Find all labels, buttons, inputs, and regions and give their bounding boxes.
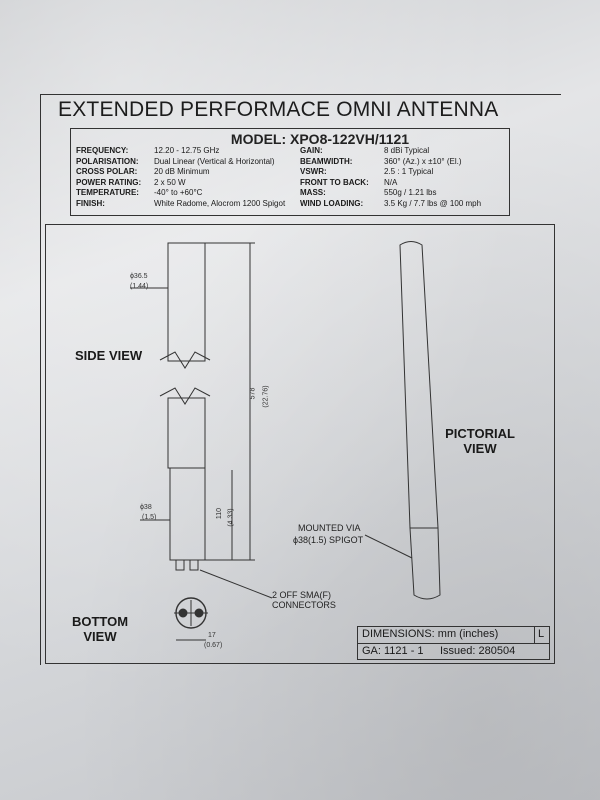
break-line-bottom: [159, 387, 211, 405]
document-frame: [40, 94, 561, 665]
dim-bottom-diameter-mm: ϕ38: [140, 504, 152, 511]
spec-row: WIND LOADING: 3.5 Kg / 7.7 lbs @ 100 mph: [300, 199, 481, 210]
dim-length-in: (22.76): [262, 385, 270, 408]
model-number: MODEL: XPO8-122VH/1121: [230, 131, 410, 147]
dim-bottom-mm: 17: [208, 632, 216, 639]
spec-row: TEMPERATURE: -40° to +60°C: [76, 188, 285, 199]
spec-table: [70, 128, 510, 216]
radome-lower: [167, 397, 206, 469]
spec-row: GAIN: 8 dBi Typical: [300, 146, 481, 157]
spec-row: BEAMWIDTH: 360° (Az.) x ±10° (El.): [300, 157, 481, 168]
spec-value: N/A: [384, 177, 398, 187]
document-title: EXTENDED PERFORMACE OMNI ANTENNA: [58, 98, 499, 121]
spec-label: WIND LOADING:: [300, 198, 364, 208]
sma-connector-2: [189, 559, 199, 571]
spec-row: FRONT TO BACK: N/A: [300, 178, 481, 189]
mount-note-line1: MOUNTED VIA: [298, 523, 361, 533]
spec-label: FREQUENCY:: [76, 146, 129, 155]
side-view-antenna: [130, 242, 273, 599]
dim-top-diameter-mm: ϕ36.5: [130, 273, 148, 280]
spec-row: FREQUENCY: 12.20 - 12.75 GHz: [76, 146, 285, 157]
pictorial-spigot: [409, 527, 441, 600]
spec-row: VSWR: 2.5 : 1 Typical: [300, 167, 481, 178]
spec-label: MASS:: [300, 188, 326, 198]
spec-label: POLARISATION:: [76, 156, 139, 166]
spec-label: VSWR:: [300, 167, 327, 177]
spec-label: POWER RATING:: [76, 177, 142, 187]
issued-date: Issued: 280504: [440, 645, 516, 657]
spec-value: Dual Linear (Vertical & Horizontal): [154, 156, 275, 166]
spec-value: -40° to +60°C: [154, 188, 203, 198]
sheet-letter: L: [538, 628, 545, 640]
spec-label: CROSS POLAR:: [76, 167, 138, 177]
pictorial-antenna: [364, 241, 441, 600]
pictorial-radome: [399, 241, 439, 529]
drawing-area: [45, 224, 555, 664]
spec-value: 550g / 1.21 lbs: [384, 188, 437, 198]
spec-value: 12.20 - 12.75 GHz: [154, 146, 220, 155]
radome-upper: [167, 242, 206, 362]
spec-row: POWER RATING: 2 x 50 W: [76, 178, 285, 189]
dim-spigot-mm: 110: [216, 507, 224, 520]
dim-spigot-in: (4.33): [227, 508, 235, 527]
spec-value: 3.5 Kg / 7.7 lbs @ 100 mph: [384, 198, 482, 208]
spigot: [169, 467, 206, 561]
spec-row: MASS: 550g / 1.21 lbs: [300, 188, 481, 199]
spec-label: FRONT TO BACK:: [300, 177, 369, 187]
spec-value: White Radome, Alocrom 1200 Spigot: [154, 198, 286, 208]
mount-leader: [364, 534, 413, 559]
spec-label: TEMPERATURE:: [76, 188, 139, 198]
spec-label: GAIN:: [300, 146, 323, 155]
spec-value: 360° (Az.) x ±10° (El.): [384, 156, 462, 166]
spec-row: FINISH: White Radome, Alocrom 1200 Spigot: [76, 199, 285, 210]
dim-bottom-diameter-in: (1.5): [142, 514, 157, 521]
break-line-top: [159, 351, 211, 369]
side-view-label: SIDE VIEW: [75, 348, 143, 363]
title-block: [357, 626, 550, 660]
dim-length-mm: 578: [249, 387, 257, 400]
spec-value: 20 dB Minimum: [154, 167, 210, 177]
dim-bottom-in: (0.67): [204, 642, 223, 649]
spec-value: 8 dBi Typical: [384, 146, 430, 155]
mount-note-line2: ϕ38(1.5) SPIGOT: [293, 535, 364, 545]
connectors-note-line1: 2 OFF SMA(F): [272, 590, 331, 600]
bottom-view-antenna: [174, 597, 208, 641]
spec-label: FINISH:: [76, 198, 105, 208]
ga-number: GA: 1121 - 1: [362, 645, 424, 657]
dim-top-diameter-in: (1.44): [130, 283, 149, 290]
sma-connector-1: [175, 559, 185, 571]
spec-row: CROSS POLAR: 20 dB Minimum: [76, 167, 285, 178]
spec-row: POLARISATION: Dual Linear (Vertical & Hor…: [76, 157, 285, 168]
spec-value: 2.5 : 1 Typical: [384, 167, 434, 177]
connector-leader: [199, 569, 273, 599]
bottom-view-label: BOTTOM VIEW: [71, 614, 129, 644]
spec-label: BEAMWIDTH:: [300, 156, 353, 166]
connectors-note-line2: CONNECTORS: [272, 600, 336, 610]
spec-value: 2 x 50 W: [154, 177, 186, 187]
pictorial-view-label: PICTORIAL VIEW: [445, 426, 515, 456]
dimensions-units: DIMENSIONS: mm (inches): [362, 628, 499, 640]
